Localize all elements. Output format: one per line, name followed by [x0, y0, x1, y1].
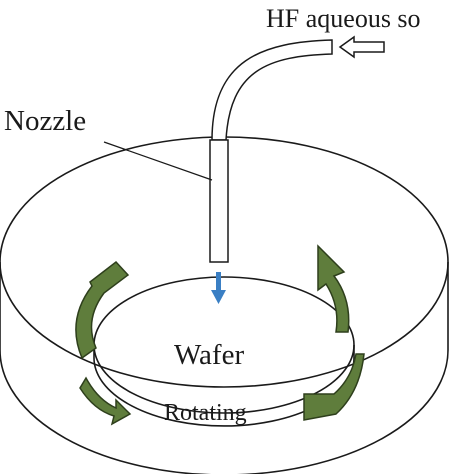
inlet-arrow-icon: [338, 35, 385, 59]
rotation-arrow-right-bottom-icon: [303, 353, 365, 421]
rotating-label: Rotating: [164, 400, 247, 426]
rotation-arrow-upper-left-icon: [75, 260, 130, 360]
nozzle-label: Nozzle: [4, 105, 86, 137]
cup-bottom-rim: [0, 349, 449, 474]
rotation-arrow-right-top-icon: [317, 244, 350, 333]
nozzle-leader-line: [103, 141, 213, 181]
wafer-label: Wafer: [174, 339, 244, 371]
solution-label: HF aqueous so: [266, 4, 421, 33]
nozzle: [209, 139, 229, 263]
feed-tube: [211, 39, 333, 141]
rotation-arrows: [75, 244, 365, 426]
rotation-arrow-lower-left-icon: [79, 376, 132, 426]
flow-arrow-icon: [211, 272, 226, 304]
